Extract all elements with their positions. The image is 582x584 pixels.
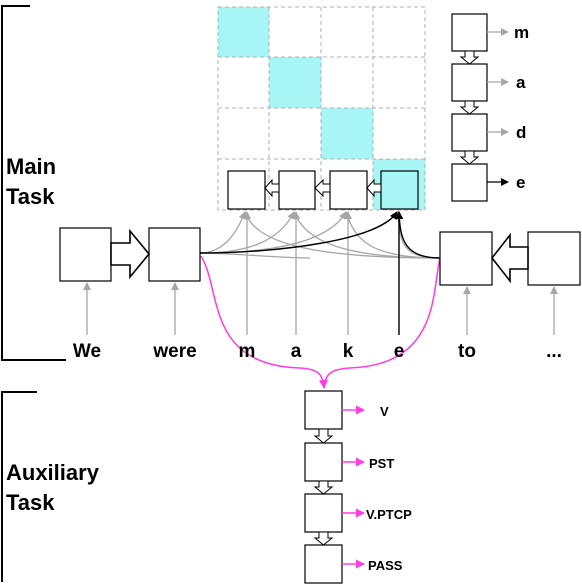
gray-attention-edges — [199, 211, 441, 259]
aux-task-label-line2: Task — [6, 490, 55, 515]
aux-down-arrows — [313, 428, 334, 546]
aux-tag-1: V — [380, 404, 389, 419]
output-char-3: d — [516, 123, 526, 142]
aux-edges — [200, 255, 441, 389]
aux-box-2 — [304, 442, 343, 482]
attention-cell-highlight — [269, 57, 321, 108]
decoder-output-arrows — [487, 28, 509, 186]
char-box-4 — [380, 170, 419, 210]
output-char-4: e — [516, 173, 525, 192]
main-task-label-line1: Main — [6, 154, 56, 179]
black-current-edges — [199, 211, 441, 335]
aux-tag-3: V.PTCP — [366, 507, 412, 522]
decoder-box-1 — [451, 13, 488, 52]
input-word-ellipsis: ... — [546, 341, 562, 362]
input-char-4: e — [394, 341, 405, 362]
aux-tag-2: PST — [369, 456, 394, 471]
input-word-1: We — [73, 341, 101, 362]
char-box-3 — [329, 170, 368, 210]
char-box-1 — [227, 170, 266, 210]
input-char-1: m — [239, 341, 256, 362]
decoder-box-3 — [451, 113, 488, 152]
decoder-box-2 — [451, 63, 488, 102]
main-task-bracket — [1, 5, 66, 361]
attention-grid — [217, 6, 426, 211]
char-double-arrows — [264, 178, 382, 198]
decoder-box-4 — [451, 163, 488, 202]
input-char-2: a — [291, 341, 302, 362]
encoder-state-1 — [59, 227, 112, 282]
attention-grid-lines — [217, 6, 426, 211]
gray-input-arrows — [83, 211, 558, 335]
aux-box-4 — [304, 544, 343, 584]
output-char-2: a — [516, 73, 526, 92]
input-word-3: to — [458, 341, 476, 362]
output-char-1: m — [514, 23, 529, 42]
encoder-state-3 — [439, 231, 493, 286]
attention-cell-highlight — [321, 108, 373, 159]
aux-task-bracket — [1, 391, 37, 582]
forward-block-arrow — [110, 228, 151, 280]
backward-block-arrow — [490, 232, 529, 284]
aux-box-3 — [304, 493, 343, 533]
char-box-2 — [278, 170, 316, 210]
aux-output-arrows — [342, 405, 365, 569]
aux-tag-4: PASS — [368, 558, 403, 573]
input-word-2: were — [152, 341, 196, 362]
attention-cell-highlight — [218, 7, 269, 57]
main-task-label-line2: Task — [6, 184, 55, 209]
encoder-state-4 — [527, 231, 581, 286]
encoder-state-2 — [148, 227, 201, 282]
input-char-3: k — [343, 341, 354, 362]
aux-box-1 — [304, 390, 343, 430]
decoder-down-arrows — [459, 50, 480, 165]
aux-task-label-line1: Auxiliary — [6, 460, 100, 485]
